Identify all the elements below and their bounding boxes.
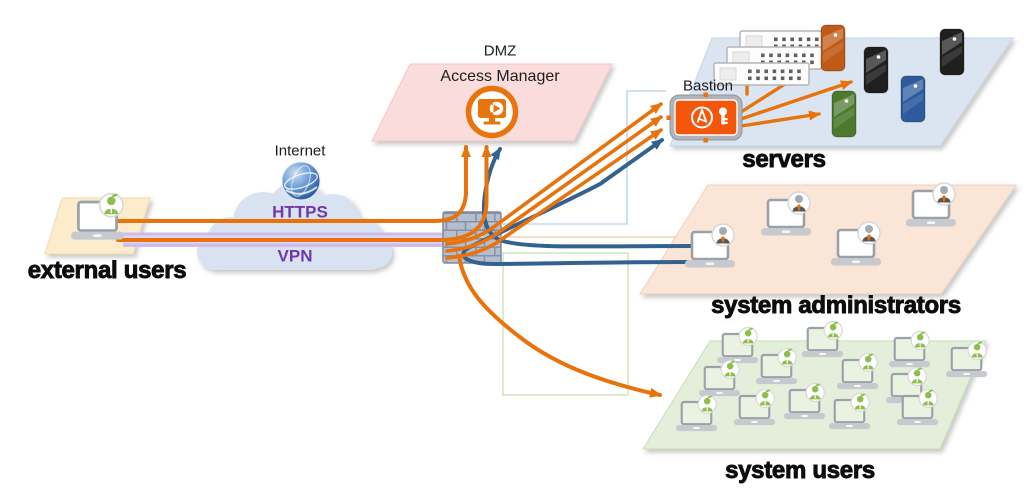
user-laptop-icon <box>837 352 878 390</box>
user-person-icon <box>858 352 878 373</box>
user-laptop-icon <box>829 392 870 430</box>
user-person-icon <box>98 192 124 218</box>
tower-server-icon <box>820 24 846 72</box>
globe-icon <box>281 161 321 201</box>
user-person-icon <box>777 347 797 368</box>
vpn-label: VPN <box>277 246 313 266</box>
arrow-external-https-to-access-manager <box>116 145 471 223</box>
user-laptop-icon <box>802 320 843 358</box>
internet-label: Internet <box>274 142 326 160</box>
user-laptop-icon <box>889 330 930 368</box>
user-laptop-icon <box>717 326 758 364</box>
user-laptop-icon <box>897 388 938 426</box>
user-person-icon <box>967 340 987 361</box>
user-person-icon <box>755 388 775 409</box>
user-laptop-icon <box>676 394 717 432</box>
tower-server-icon <box>831 90 857 138</box>
link-servers <box>470 90 666 225</box>
user-person-icon <box>697 394 717 415</box>
arrow-external-vpn-to-access-manager <box>116 145 492 242</box>
user-person-icon <box>805 382 825 403</box>
user-laptop-icon <box>784 382 825 420</box>
admin-person-icon <box>711 223 735 247</box>
link-users <box>502 252 629 396</box>
icons-layer <box>71 24 987 432</box>
arrow-firewall-to-system-users <box>457 254 662 398</box>
https-label: HTTPS <box>272 202 328 222</box>
tower-server-icon <box>900 75 926 123</box>
user-person-icon <box>738 326 758 347</box>
access-manager-icon <box>465 85 519 139</box>
servers-label: servers <box>742 146 827 173</box>
admin-person-icon <box>857 221 881 245</box>
key-icon <box>719 107 728 125</box>
admin-person-icon <box>787 191 811 215</box>
arrow-firewall-to-bastion-1 <box>445 102 663 246</box>
user-person-icon <box>910 330 930 351</box>
rack-server-icon <box>713 62 810 86</box>
system-users-label: system users <box>725 457 876 484</box>
user-laptop-icon <box>734 388 775 426</box>
external-user-laptop-icon <box>71 192 124 240</box>
system-administrators-label: system administrators <box>711 292 962 319</box>
dmz-label: DMZ <box>483 42 517 60</box>
access-manager-label: Access Manager <box>440 68 560 85</box>
tower-server-icon <box>863 46 889 94</box>
admin-laptop-icon <box>906 182 956 227</box>
user-person-icon <box>720 359 740 380</box>
user-laptop-icon <box>699 359 740 397</box>
arrow-firewall-to-bastion-2 <box>445 115 663 253</box>
user-person-icon <box>918 388 938 409</box>
arrow-firewall-to-bastion-3 <box>445 128 663 260</box>
user-laptop-icon <box>946 340 987 378</box>
admin-laptop-icon <box>761 191 811 236</box>
user-person-icon <box>907 366 927 387</box>
bastion-label: Bastion <box>682 77 734 95</box>
user-laptop-icon <box>756 347 797 385</box>
arrow-bastion-to-black-tower <box>739 80 853 121</box>
tower-server-icon <box>939 28 965 76</box>
external-users-label: external users <box>27 257 187 284</box>
user-person-icon <box>823 320 843 341</box>
admin-laptop-icon <box>831 221 881 266</box>
arrow-bastion-to-green-tower <box>739 110 821 128</box>
user-person-icon <box>850 392 870 413</box>
admin-laptop-icon <box>685 223 735 268</box>
bastion-icon <box>666 92 743 143</box>
orange-flows <box>116 66 853 398</box>
admin-person-icon <box>932 182 956 206</box>
